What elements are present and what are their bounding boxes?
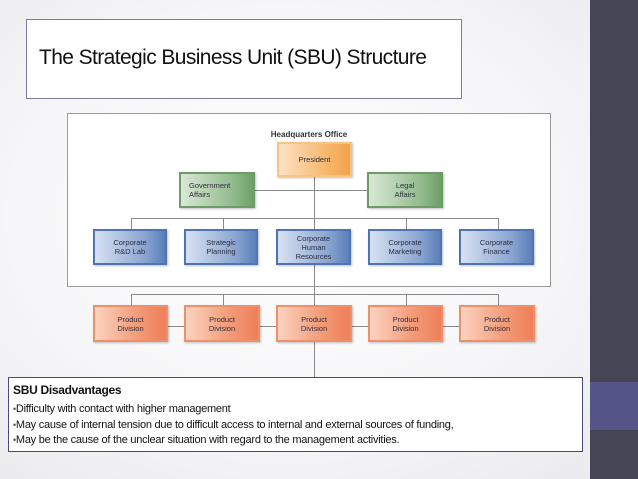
disadvantages-title: SBU Disadvantages (13, 383, 122, 397)
org-chart: Headquarters Office President Government… (60, 105, 560, 394)
slide-title: The Strategic Business Unit (SBU) Struct… (39, 46, 427, 69)
connector-corporate-drop-2 (223, 218, 224, 229)
org-node-product-division: Product Division (459, 305, 535, 342)
connector-division-dash-1 (168, 326, 185, 327)
org-node-label: Corporate R&D Lab (113, 238, 147, 256)
disadvantage-item: Difficulty with contact with higher mana… (13, 402, 453, 418)
org-node-product-division: Product Division (368, 305, 443, 342)
disadvantage-item: May cause of internal tension due to dif… (13, 418, 454, 434)
connector-division-drop-4 (406, 294, 407, 305)
org-node-label: Product Division (300, 314, 328, 333)
org-node-corporate-rd-lab: Corporate R&D Lab (93, 229, 167, 265)
org-node-label: Product Division (208, 314, 236, 333)
org-node-product-division: Product Division (276, 305, 352, 342)
connector-corporate-drop-5 (498, 218, 499, 229)
connector-division-dash-3 (352, 326, 369, 327)
org-node-label: Corporate Human Resources (295, 233, 332, 261)
org-node-label: Corporate Marketing (388, 238, 422, 256)
disadvantage-item: May be the cause of the unclear situatio… (13, 433, 453, 449)
org-node-label: Product Division (392, 314, 419, 333)
connector-corporate-drop-1 (131, 218, 132, 229)
org-node-label: Corporate Finance (479, 238, 514, 256)
connector-division-dash-4 (443, 326, 460, 327)
org-node-strategic-planning: Strategic Planning (184, 229, 258, 265)
side-accent-band (590, 382, 638, 430)
org-node-product-division: Product Division (184, 305, 260, 342)
headquarters-label: Headquarters Office (270, 130, 348, 139)
connector-staff-horizontal (210, 190, 410, 191)
org-node-label: Government Affairs (189, 181, 231, 199)
disadvantages-list: Difficulty with contact with higher mana… (13, 402, 454, 449)
org-node-corporate-marketing: Corporate Marketing (368, 229, 442, 265)
connector-division-drop-2 (223, 294, 224, 305)
org-node-label: Legal Affairs (394, 181, 416, 199)
org-node-label: Strategic Planning (206, 238, 236, 256)
connector-division-drop-1 (131, 294, 132, 305)
org-node-label: Product Division (483, 314, 511, 333)
connector-division-dash-2 (260, 326, 277, 327)
org-node-legal-affairs: Legal Affairs (367, 172, 443, 208)
connector-corporate-drop-4 (406, 218, 407, 229)
org-node-product-division: Product Division (93, 305, 168, 342)
connector-division-drop-5 (498, 294, 499, 305)
connector-division-horizontal (131, 294, 499, 295)
title-box: The Strategic Business Unit (SBU) Struct… (26, 19, 462, 99)
org-node-label: President (298, 155, 331, 164)
org-node-label: Product Division (117, 314, 144, 333)
disadvantages-box: SBU Disadvantages Difficulty with contac… (8, 377, 583, 452)
org-node-corporate-human-resources: Corporate Human Resources (276, 229, 351, 265)
connector-president-vertical (314, 173, 315, 394)
org-node-president: President (277, 142, 352, 177)
org-node-government-affairs: Government Affairs (179, 172, 255, 208)
org-node-corporate-finance: Corporate Finance (459, 229, 534, 265)
connector-corporate-horizontal (131, 218, 499, 219)
